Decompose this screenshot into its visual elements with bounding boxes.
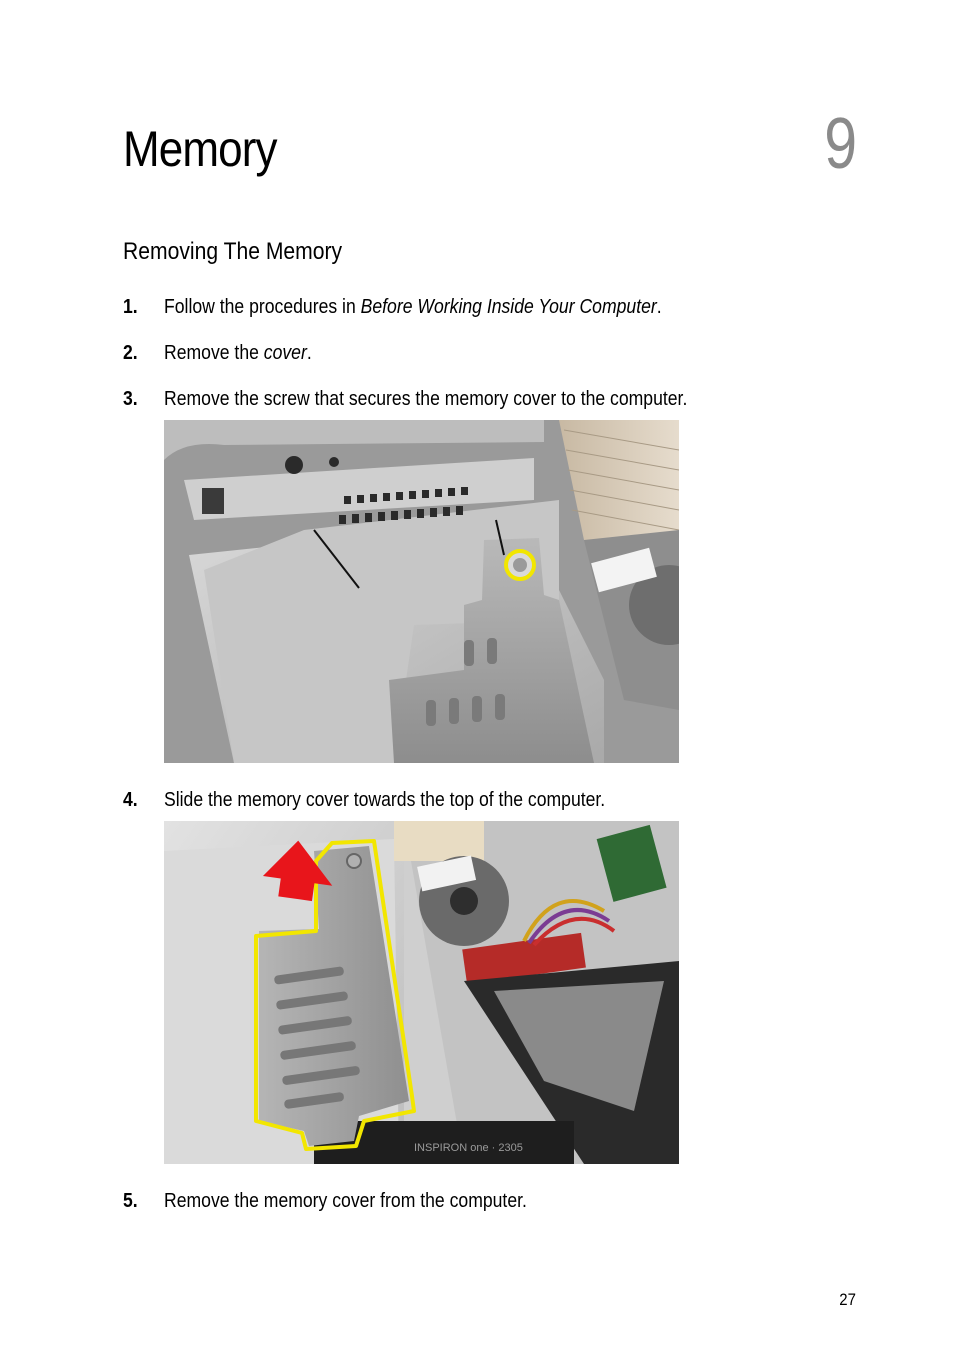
step-text-before: Remove the: [164, 342, 264, 364]
step-text: Follow the procedures in Before Working …: [164, 297, 662, 317]
chapter-title: Memory: [123, 121, 278, 177]
photo-slide-memory-cover: INSPIRON one · 2305: [164, 821, 679, 1164]
step-number: 3.: [123, 388, 138, 410]
step-number: 1.: [123, 296, 138, 318]
step-link-cover[interactable]: cover: [263, 342, 307, 364]
step-text-before: Follow the procedures in: [164, 296, 361, 318]
step-link-before-working[interactable]: Before Working Inside Your Computer: [360, 296, 657, 318]
step-number: 5.: [123, 1190, 138, 1212]
step-number: 2.: [123, 342, 138, 364]
step-text-after: .: [656, 296, 662, 318]
step-text-after: .: [306, 342, 312, 364]
chapter-number: 9: [824, 104, 857, 184]
photo-device-label: INSPIRON one · 2305: [414, 1142, 523, 1154]
step-text: Slide the memory cover towards the top o…: [164, 789, 606, 811]
page-number: 27: [839, 1290, 856, 1309]
step-number: 4.: [123, 789, 138, 811]
step-text: Remove the screw that secures the memory…: [164, 388, 688, 410]
photo-memory-cover-screw: [164, 420, 679, 763]
section-heading: Removing The Memory: [123, 238, 343, 265]
step-text: Remove the memory cover from the compute…: [164, 1190, 527, 1212]
step-text: Remove the cover.: [164, 343, 312, 363]
